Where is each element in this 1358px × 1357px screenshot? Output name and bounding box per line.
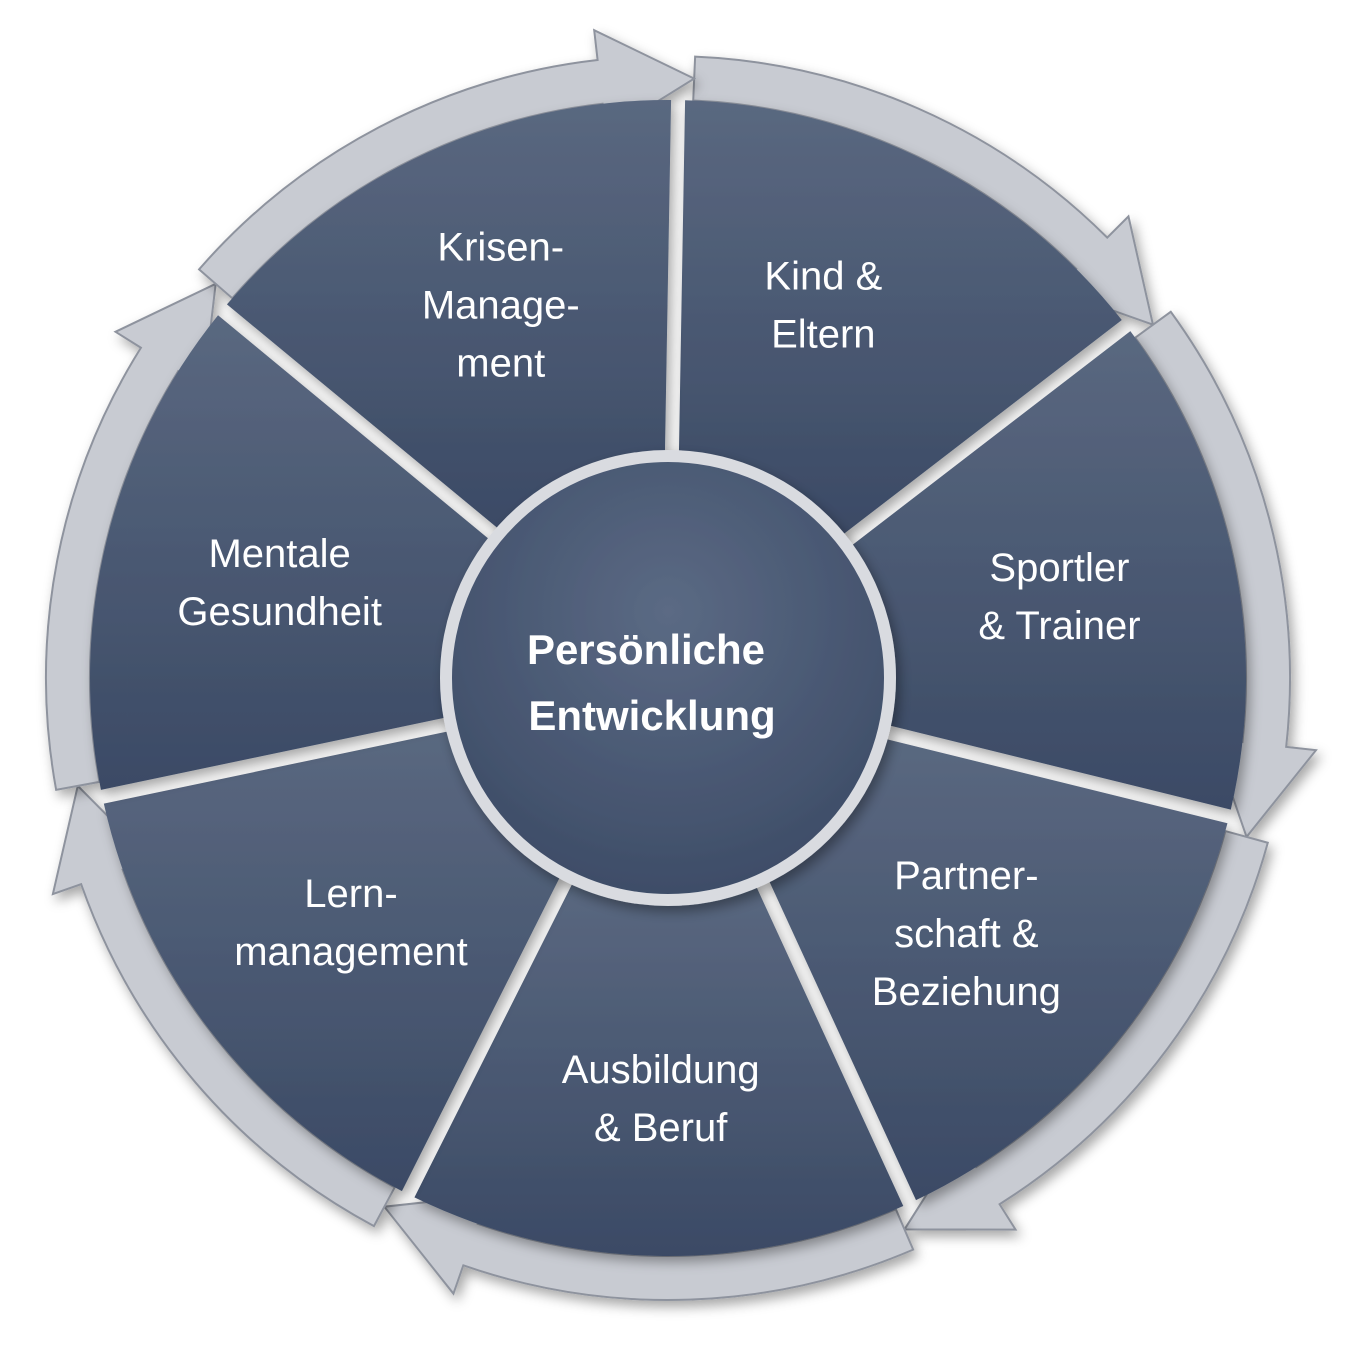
segment-label-krisen-management-line-2: Manage- [422, 284, 580, 328]
center-label-line-2: Entwicklung [528, 692, 775, 739]
segment-kind-eltern [678, 100, 1122, 538]
cycle-arrows [45, 28, 1318, 1301]
segment-label-mentale-gesundheit-line-1: Mentale [208, 532, 350, 576]
segment-label-ausbildung-beruf-line-2: & Beruf [594, 1106, 728, 1150]
segment-label-sportler-trainer-line-2: & Trainer [978, 604, 1140, 648]
segment-label-kind-eltern-line-1: Kind & [764, 255, 882, 299]
segment-label-krisen-management-line-1: Krisen- [437, 226, 564, 270]
segment-label-ausbildung-beruf-line-1: Ausbildung [562, 1048, 760, 1092]
segment-krisen-management [226, 99, 672, 532]
segment-label-mentale-gesundheit-line-2: Gesundheit [177, 590, 382, 634]
segment-label-sportler-trainer-line-1: Sportler [989, 546, 1129, 590]
segment-ausbildung-beruf [414, 879, 904, 1256]
center-label-line-1: Persönliche [527, 626, 765, 673]
segment-sportler-trainer [848, 331, 1246, 810]
segments [90, 99, 1246, 1256]
segment-mentale-gesundheit [90, 315, 493, 790]
segment-label-kind-eltern-line-2: Eltern [771, 313, 876, 357]
segment-partnerschaft-beziehung [767, 737, 1228, 1201]
center-circle [440, 450, 896, 906]
segment-label-partnerschaft-beziehung-line-1: Partner- [894, 854, 1039, 898]
segment-lernmanagement [103, 730, 562, 1192]
center-node: Persönliche Entwicklung [440, 450, 896, 906]
segment-label-lernmanagement-line-1: Lern- [304, 872, 397, 916]
cycle-arrow-krisen-management [197, 28, 697, 300]
segment-label-partnerschaft-beziehung-line-2: schaft & [894, 912, 1039, 956]
segment-label-partnerschaft-beziehung-line-3: Beziehung [872, 970, 1061, 1014]
segment-label-krisen-management-line-3: ment [456, 342, 545, 386]
segment-label-lernmanagement-line-2: management [234, 930, 467, 974]
